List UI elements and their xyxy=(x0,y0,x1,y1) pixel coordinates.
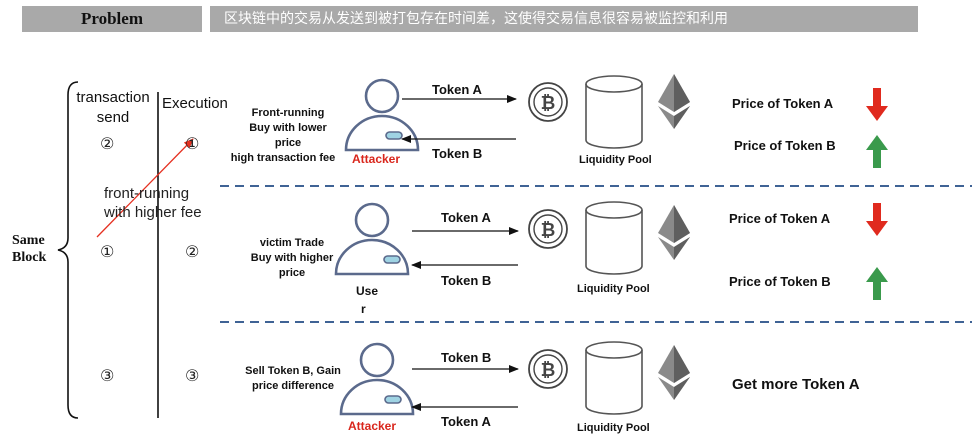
price-up-arrow xyxy=(866,267,888,300)
price-label-b: Price of Token B xyxy=(729,274,831,289)
liquidity-pool-label: Liquidity Pool xyxy=(579,154,652,166)
liquidity-pool-label: Liquidity Pool xyxy=(577,283,650,295)
svg-text:₿: ₿ xyxy=(541,220,556,241)
same-block-brace xyxy=(57,81,79,419)
exec-order: ③ xyxy=(185,366,200,385)
arrow-label-in: Token A xyxy=(441,414,491,429)
arrow-label-in: Token B xyxy=(441,273,492,288)
exec-order: ① xyxy=(185,134,200,153)
result-label: Get more Token A xyxy=(732,376,860,393)
arrow-label-in: Token B xyxy=(432,146,483,161)
exec-order: ② xyxy=(185,242,200,261)
bitcoin-icon: ₿ xyxy=(528,349,568,389)
problem-description: 区块链中的交易从发送到被打包存在时间差，这使得交易信息很容易被监控和利用 xyxy=(224,11,728,27)
problem-banner xyxy=(22,6,202,32)
user-icon xyxy=(339,342,415,416)
front-running-label: front-running with higher fee xyxy=(104,185,202,221)
problem-title: Problem xyxy=(80,9,143,28)
attacker-label: Attacker xyxy=(348,419,397,433)
price-label-a: Price of Token A xyxy=(732,96,834,111)
bitcoin-icon: ₿ xyxy=(528,209,568,249)
row3-description: Sell Token B, Gain price difference xyxy=(245,365,341,392)
liquidity-pool-cylinder xyxy=(585,201,643,275)
col-transaction-send: transaction send xyxy=(76,89,150,126)
ethereum-icon xyxy=(658,345,690,400)
send-order: ③ xyxy=(100,366,115,385)
svg-text:₿: ₿ xyxy=(541,93,556,114)
front-running-arrow xyxy=(96,138,194,238)
row1-description: Front-running Buy with lower price high … xyxy=(230,107,336,164)
send-order: ① xyxy=(100,242,115,261)
price-down-arrow xyxy=(866,203,888,236)
arrow-label-out: Token B xyxy=(441,350,492,365)
price-up-arrow xyxy=(866,135,888,168)
ethereum-icon xyxy=(658,205,690,260)
bitcoin-icon: ₿ xyxy=(528,82,568,122)
same-block-label: Same Block xyxy=(12,233,47,265)
ethereum-icon xyxy=(658,74,690,129)
arrow-label-out: Token A xyxy=(432,82,482,97)
liquidity-pool-cylinder xyxy=(585,341,643,415)
description-banner xyxy=(210,6,918,32)
col-execution: Execution xyxy=(162,95,228,112)
liquidity-pool-label: Liquidity Pool xyxy=(577,422,650,434)
user-icon xyxy=(334,202,410,276)
price-label-b: Price of Token B xyxy=(734,138,836,153)
attacker-label: Attacker xyxy=(352,152,401,166)
send-order: ② xyxy=(100,134,115,153)
arrow-label-out: Token A xyxy=(441,210,491,225)
liquidity-pool-cylinder xyxy=(585,75,643,149)
price-down-arrow xyxy=(866,88,888,121)
row2-description: victim Trade Buy with higher price xyxy=(250,237,334,279)
svg-text:₿: ₿ xyxy=(541,360,556,381)
price-label-a: Price of Token A xyxy=(729,211,831,226)
user-label: Use r xyxy=(356,284,379,316)
